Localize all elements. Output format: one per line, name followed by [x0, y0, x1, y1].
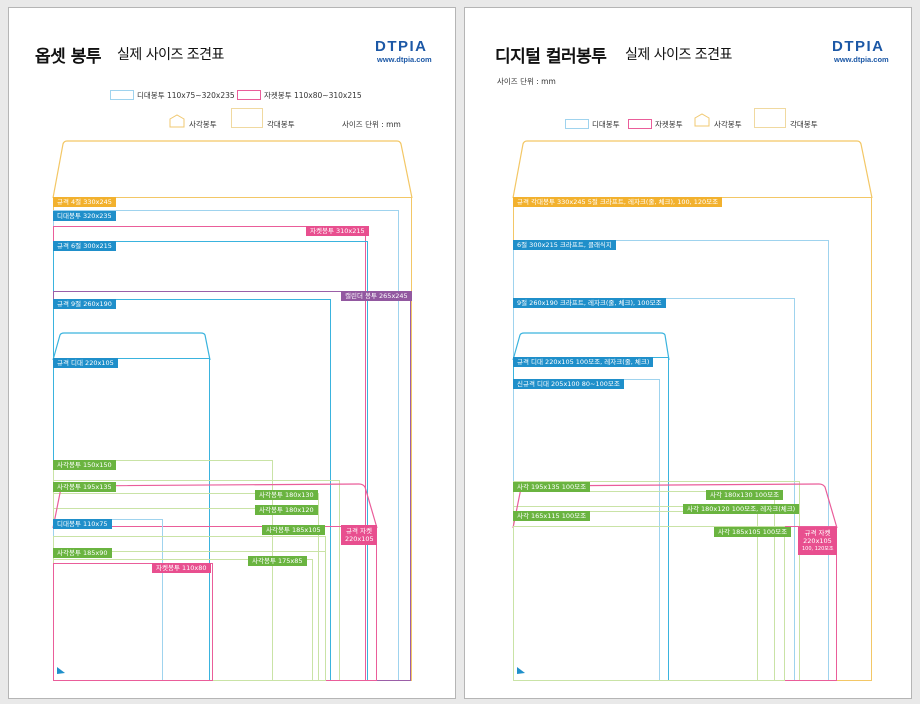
offset-envelope-panel: 옵셋 봉투 실제 사이즈 조견표 DTPIA www.dtpia.com 디대봉…	[8, 7, 456, 699]
label-jacket-220: 규격 자켓 220x105 100, 120모조	[798, 527, 837, 555]
label-9jeol: 규격 9절 260x190	[53, 299, 116, 309]
ddae-legend-label: 디대봉투 110x75~320x235	[137, 91, 235, 100]
dtpia-url: www.dtpia.com	[377, 55, 432, 64]
sagak-legend-label: 사각봉투	[714, 120, 742, 129]
page-subtitle: 실제 사이즈 조견표	[117, 47, 224, 63]
envelope-flap-4jeol	[52, 140, 413, 199]
jacket-legend-label: 자켓봉투 110x80~310x215	[264, 91, 362, 100]
ddae-legend-swatch	[565, 119, 589, 129]
label-sagak-185x90: 사각봉투 185x90	[53, 548, 112, 558]
unit-label: 사이즈 단위 : mm	[497, 77, 556, 86]
label-ddae-205: 신규격 디대 205x100 80~100모조	[513, 379, 624, 389]
label-jacket-310: 자켓봉투 310x215	[306, 226, 369, 236]
label-sagak-180x130: 사각봉투 180x130	[255, 490, 318, 500]
ddae-220-flap	[512, 332, 670, 361]
ddae-legend-swatch	[110, 90, 134, 100]
ddae-220-flap	[52, 332, 211, 361]
label-ddae-320: 디대봉투 320x235	[53, 211, 116, 221]
label-6jeol: 6절 300x215 크라프트, 클래식지	[513, 240, 616, 250]
label-sagak-180x130: 사각 180x130 100모조	[706, 490, 784, 500]
envelope-sagak-185x105	[513, 526, 785, 681]
label-sagak-195: 사각 195x135 100모조	[513, 482, 591, 492]
label-ddae-110: 디대봉투 110x75	[53, 519, 112, 529]
gakdae-legend-swatch	[231, 108, 263, 128]
label-sagak-175x85: 사각봉투 175x85	[248, 556, 307, 566]
gakdae-legend-label: 각대봉투	[790, 120, 818, 129]
unit-label: 사이즈 단위 : mm	[342, 120, 401, 129]
label-ddae-220: 규격 디대 220x105 100모조, 레자크(줄, 체크)	[513, 357, 654, 367]
gakdae-legend-swatch	[754, 108, 786, 128]
label-jacket-220-size: 220x105	[345, 535, 374, 543]
envelope-jacket-110	[53, 563, 213, 681]
gakdae-legend-label: 각대봉투	[267, 120, 295, 129]
label-ddae-220: 규격 디대 220x105	[53, 358, 118, 368]
square-envelope-icon	[694, 113, 710, 127]
jacket-legend-label: 자켓봉투	[655, 120, 683, 129]
jacket-220-flap	[512, 483, 838, 529]
envelope-flap-gakdae	[512, 140, 873, 199]
label-jacket-220: 규격 자켓 220x105	[341, 525, 377, 545]
page-subtitle: 실제 사이즈 조견표	[625, 47, 732, 63]
label-4jeol: 규격 4절 330x245	[53, 197, 116, 207]
label-sagak-180x120: 사각봉투 180x120	[255, 505, 318, 515]
sagak-legend-label: 사각봉투	[189, 120, 217, 129]
label-jacket-220-name: 규격 자켓	[804, 529, 831, 537]
label-calendar: 캘린더 봉투 265x245	[341, 291, 412, 301]
label-jacket-220-paper: 100, 120모조	[802, 546, 834, 552]
dtpia-url: www.dtpia.com	[834, 55, 889, 64]
label-sagak-165: 사각 165x115 100모조	[513, 511, 591, 521]
corner-triangle-icon	[517, 667, 525, 674]
label-gakdae-330: 규격 각대봉투 330x245 5절 크라프트, 레자크(줄, 체크), 100…	[513, 197, 723, 207]
square-envelope-icon	[169, 114, 185, 128]
dtpia-logo: DTPIA	[832, 38, 885, 55]
page-title: 디지털 컬러봉투	[495, 47, 607, 67]
label-sagak-185x105: 사각봉투 185x105	[262, 525, 325, 535]
label-jacket-110: 자켓봉투 110x80	[152, 563, 211, 573]
dtpia-logo: DTPIA	[375, 38, 428, 55]
label-9jeol: 9절 260x190 크라프트, 레자크(줄, 체크), 100모조	[513, 298, 666, 308]
label-sagak-195: 사각봉투 195x135	[53, 482, 116, 492]
digital-color-envelope-panel: 디지털 컬러봉투 실제 사이즈 조견표 DTPIA www.dtpia.com …	[464, 7, 912, 699]
jacket-legend-swatch	[628, 119, 652, 129]
label-jacket-220-name: 규격 자켓	[346, 527, 372, 535]
label-sagak-150: 사각봉투 150x150	[53, 460, 116, 470]
ddae-legend-label: 디대봉투	[592, 120, 620, 129]
page-title: 옵셋 봉투	[35, 47, 101, 67]
jacket-legend-swatch	[237, 90, 261, 100]
label-sagak-185x105: 사각 185x105 100모조	[714, 527, 792, 537]
label-sagak-180x120: 사각 180x120 100모조, 레자크(체크)	[683, 504, 800, 514]
label-6jeol: 규격 6절 300x215	[53, 241, 116, 251]
label-jacket-220-size: 220x105	[803, 537, 832, 545]
corner-triangle-icon	[57, 667, 65, 674]
